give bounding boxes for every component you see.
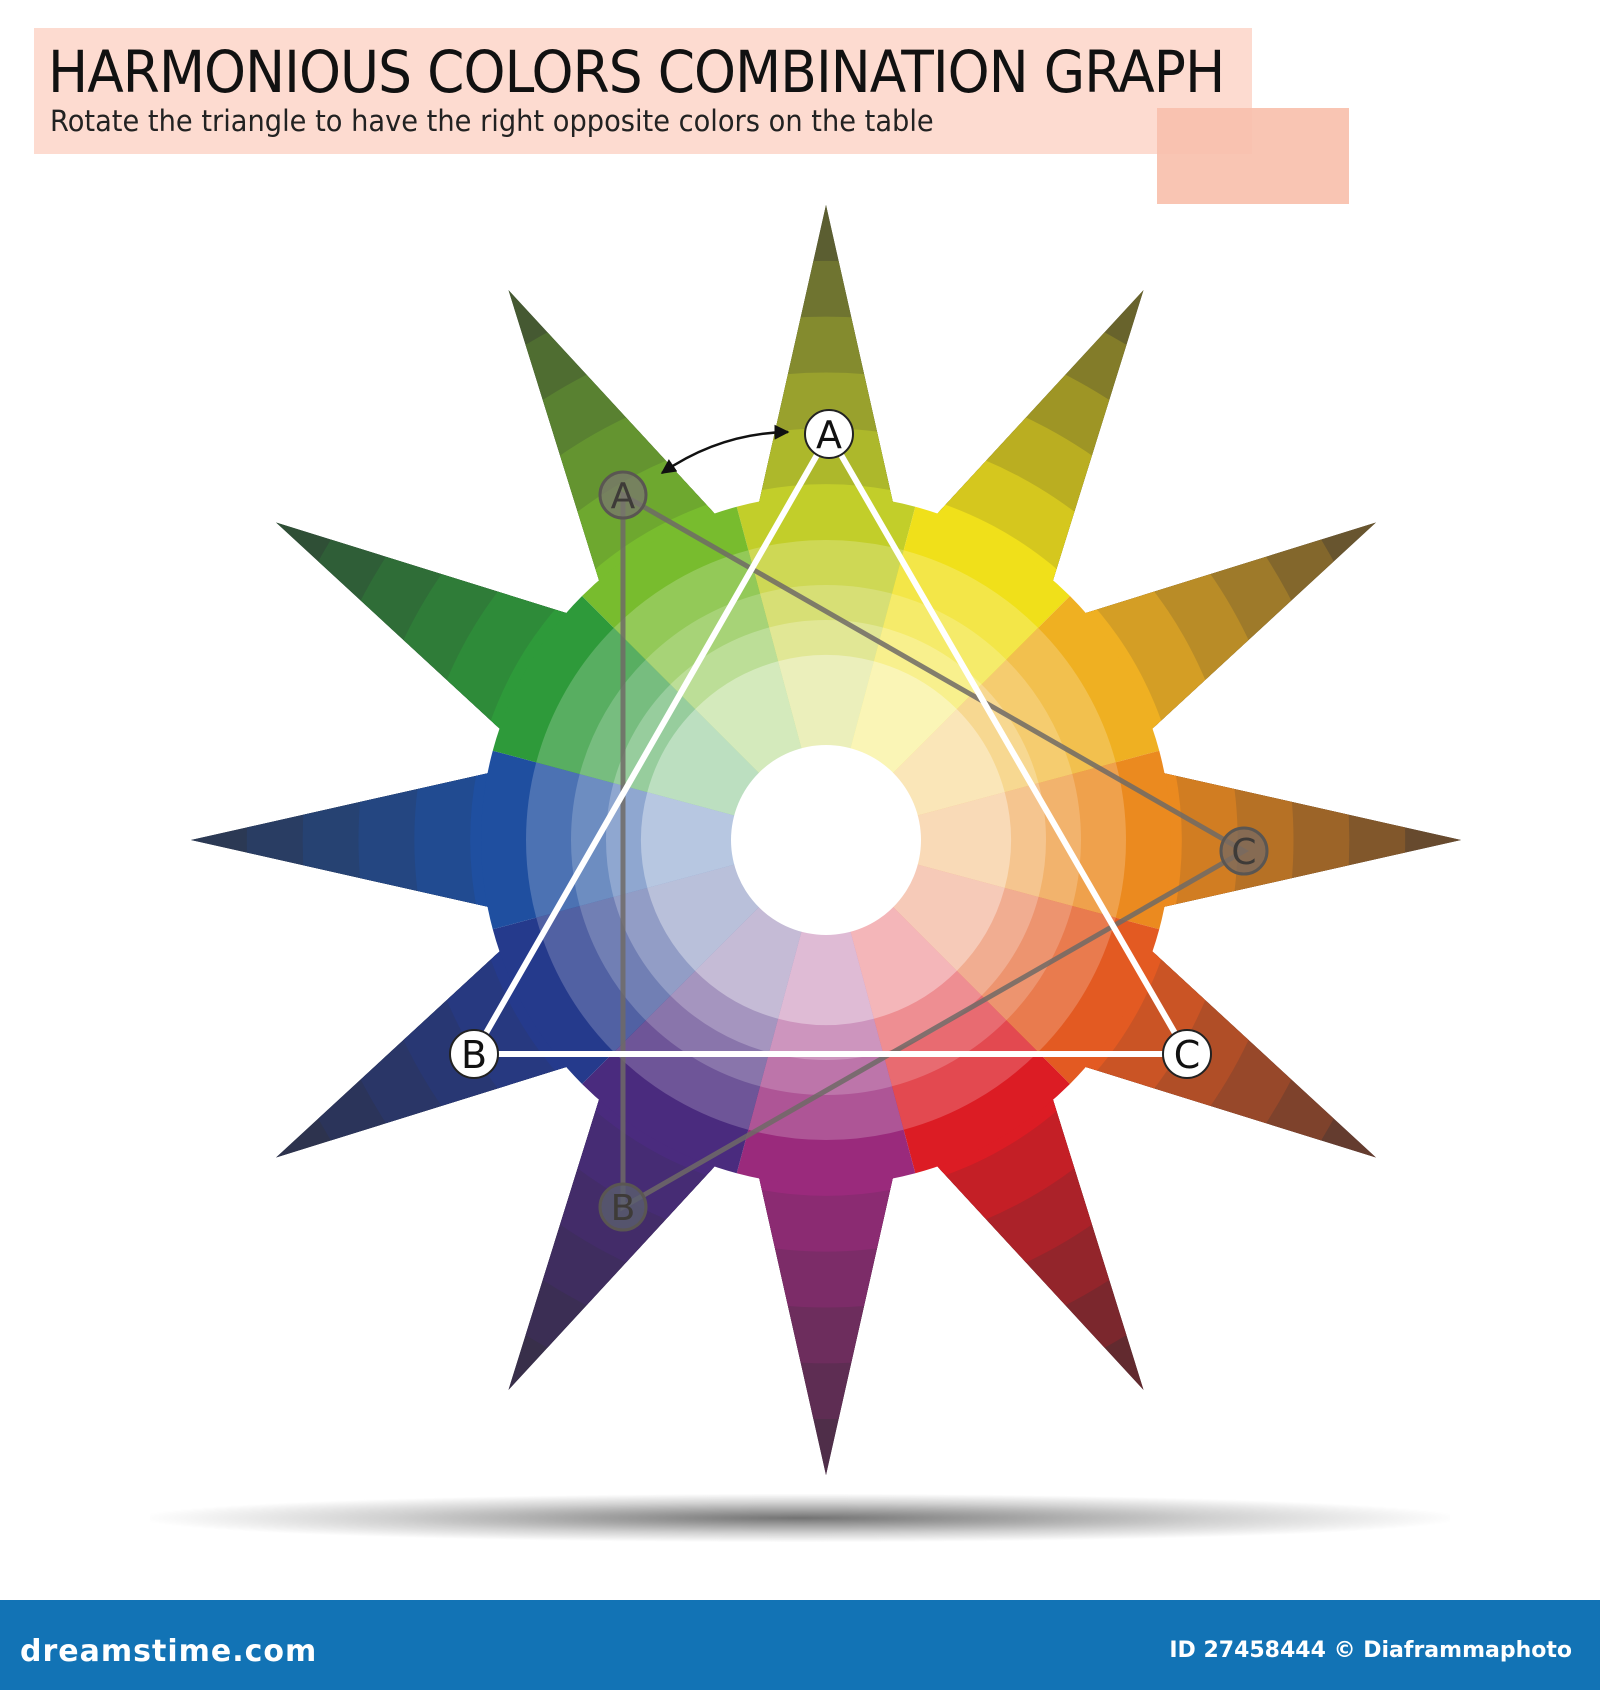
vertex-back-a[interactable] (598, 470, 648, 520)
triangle-back: A C B (598, 470, 1269, 1232)
title-banner (34, 28, 1252, 154)
vertex-back-b[interactable] (598, 1182, 648, 1232)
footer-bar (0, 1600, 1600, 1690)
triangle-back-outline (620, 490, 1250, 1212)
vertex-front-b[interactable] (449, 1029, 499, 1079)
triangle-front: A B C (449, 409, 1212, 1079)
triangle-front-outline (468, 427, 1193, 1057)
page-subtitle: Rotate the triangle to have the right op… (50, 104, 934, 138)
label-back-a: A (611, 476, 636, 517)
label-back-b: B (611, 1188, 636, 1229)
footer-image-id: ID 27458444 © Diaframmaphoto (1169, 1638, 1572, 1663)
drop-shadow (150, 1494, 1450, 1542)
color-star-diagram: A C B A B C (191, 205, 1461, 1475)
label-front-b: B (461, 1033, 487, 1077)
accent-swatch (1157, 108, 1349, 204)
rotate-arrow (660, 424, 790, 475)
page-title: HARMONIOUS COLORS COMBINATION GRAPH (48, 38, 1225, 106)
center-hole (731, 745, 921, 935)
label-front-c: C (1174, 1033, 1201, 1077)
footer-site-name[interactable]: dreamstime.com (20, 1634, 318, 1669)
vertex-back-c[interactable] (1219, 826, 1269, 876)
vertex-front-c[interactable] (1162, 1029, 1212, 1079)
label-front-a: A (816, 413, 842, 457)
vertex-front-a[interactable] (804, 409, 854, 459)
label-back-c: C (1231, 832, 1256, 873)
